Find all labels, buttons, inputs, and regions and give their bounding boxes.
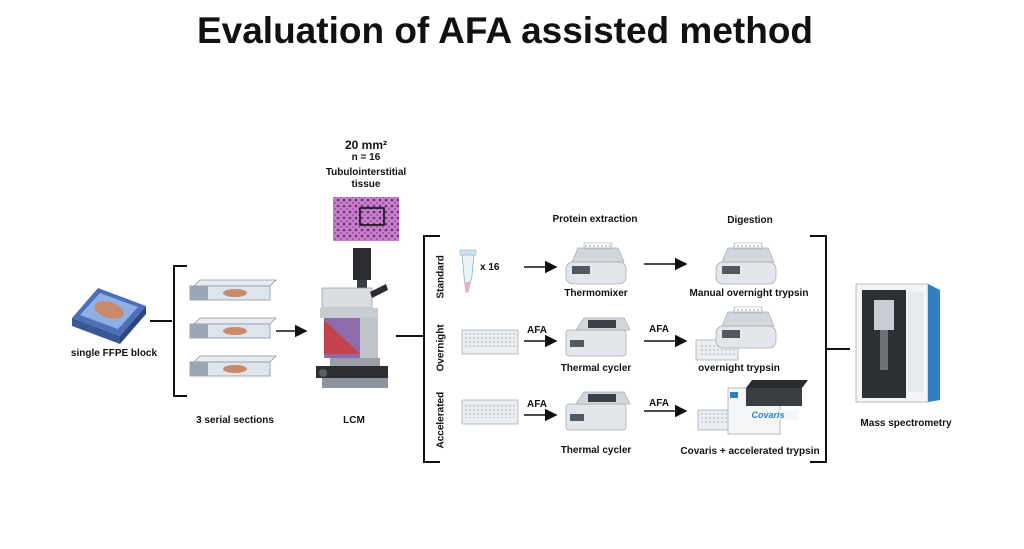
digestion-header: Digestion <box>727 215 773 226</box>
sections-bracket <box>173 265 187 397</box>
row-label-accelerated: Accelerated <box>435 391 447 449</box>
sample-count-label: n = 16 <box>351 152 381 163</box>
mass-spectrometer-icon <box>855 283 940 403</box>
thermal-cycler-icon-accelerated <box>565 391 631 431</box>
digestion-thermomixer-icon <box>715 242 777 285</box>
thermomixer-icon <box>565 242 627 285</box>
overnight-trypsin-label: overnight trypsin <box>698 363 780 374</box>
digestion-plate-thermomixer-icon <box>695 306 777 361</box>
tissue-area-label: 20 mm² <box>344 138 388 152</box>
lcm-label: LCM <box>343 415 365 426</box>
row-label-standard: Standard <box>435 255 447 299</box>
afa-label-overnight-2: AFA <box>649 324 669 335</box>
well-plate-icon-accelerated <box>461 399 519 425</box>
histology-image <box>333 197 399 241</box>
mass-spectrometry-label: Mass spectrometry <box>860 418 952 429</box>
well-plate-icon-overnight <box>461 329 519 355</box>
thermal-cycler-label-accelerated: Thermal cycler <box>560 445 632 456</box>
ffpe-block-icon <box>72 288 146 344</box>
serial-sections-label: 3 serial sections <box>196 415 274 426</box>
slide-2 <box>189 317 277 339</box>
covaris-accelerated-trypsin-label: Covaris + accelerated trypsin <box>680 446 820 457</box>
thermal-cycler-label-overnight: Thermal cycler <box>560 363 632 374</box>
covaris-logo-text: Covaris <box>738 410 798 420</box>
page-title: Evaluation of AFA assisted method <box>196 10 814 51</box>
row-label-overnight: Overnight <box>435 324 447 372</box>
afa-label-overnight-1: AFA <box>527 325 547 336</box>
slide-3 <box>189 355 277 377</box>
afa-label-accelerated-2: AFA <box>649 398 669 409</box>
lcm-microscope-icon <box>316 248 388 388</box>
manual-overnight-trypsin-label: Manual overnight trypsin <box>689 288 809 299</box>
thermal-cycler-icon-overnight <box>565 317 631 357</box>
thermomixer-label: Thermomixer <box>564 288 628 299</box>
microtube-icon <box>459 249 477 293</box>
tube-count-label: x 16 <box>480 262 500 273</box>
methods-bracket <box>423 235 440 463</box>
results-bracket <box>810 235 827 463</box>
protein-extraction-header: Protein extraction <box>552 214 638 225</box>
tissue-type-label: Tubulointerstitial tissue <box>325 167 407 190</box>
slide-1 <box>189 279 277 301</box>
afa-label-accelerated-1: AFA <box>527 399 547 410</box>
covaris-instrument-icon <box>697 380 808 435</box>
ffpe-block-label: single FFPE block <box>70 348 158 359</box>
